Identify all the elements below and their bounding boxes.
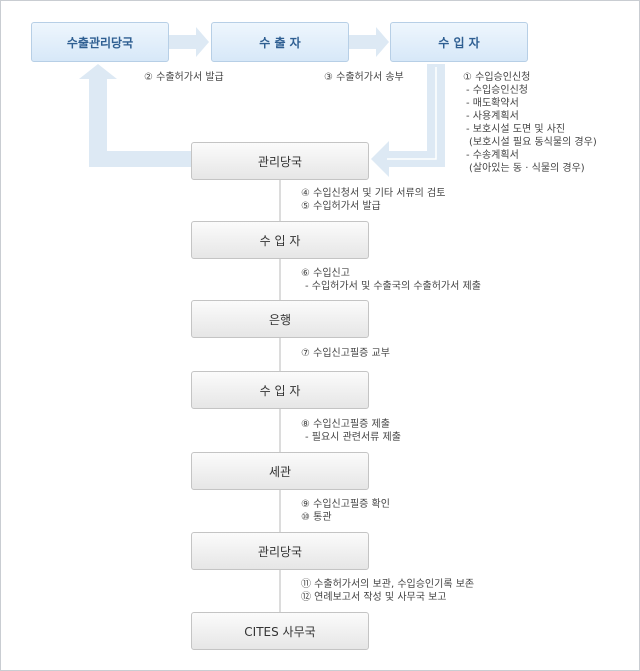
label-export-permit-issue: ② 수출허가서 발급 xyxy=(144,72,224,83)
importer-box-top: 수 입 자 xyxy=(390,22,528,62)
import-application-item: - 사용계획서 xyxy=(466,111,519,122)
step-management-authority: 관리당국 xyxy=(191,142,369,180)
step-customs: 세관 xyxy=(191,452,369,490)
import-application-list: ① 수입승인신청 - 수입승인신청 - 매도확약서 - 사용계획서 - 보호시설… xyxy=(463,71,597,175)
step-management-authority: 관리당국 xyxy=(191,532,369,570)
step-note: ④ 수입신청서 및 기타 서류의 검토 ⑤ 수입허가서 발급 xyxy=(301,188,446,212)
label-export-permit-send: ③ 수출허가서 송부 xyxy=(324,72,404,83)
step-importer: 수 입 자 xyxy=(191,221,369,259)
import-application-item: - 수송계획서 xyxy=(466,150,519,161)
import-application-item: (보호시설 필요 동식물의 경우) xyxy=(469,137,597,148)
step-note: ⑥ 수입신고 - 수입허가서 및 수출국의 수출허가서 제출 xyxy=(301,268,481,292)
step-note: ⑦ 수입신고필증 교부 xyxy=(301,348,390,359)
step-note: ⑨ 수입신고필증 확인 ⑩ 통관 xyxy=(301,499,390,523)
exporting-authority-box: 수출관리당국 xyxy=(31,22,169,62)
step-importer: 수 입 자 xyxy=(191,371,369,409)
step-bank: 은행 xyxy=(191,300,369,338)
exporter-box: 수 출 자 xyxy=(211,22,349,62)
arrow-exporter-authority-to-exporter xyxy=(168,27,209,57)
arrow-importer-to-authority xyxy=(371,64,445,177)
step-note: ⑧ 수입신고필증 제출 - 필요시 관련서류 제출 xyxy=(301,419,401,443)
import-application-item: - 보호시설 도면 및 사진 xyxy=(466,124,566,135)
import-application-item: - 수입승인신청 xyxy=(466,85,528,96)
import-application-title: ① 수입승인신청 xyxy=(463,72,531,83)
import-application-item: - 매도확약서 xyxy=(466,98,519,109)
import-application-item: (살아있는 동 · 식물의 경우) xyxy=(469,163,585,174)
arrow-exporter-to-importer xyxy=(349,27,389,57)
step-note: ⑪ 수출허가서의 보관, 수입승인기록 보존 ⑫ 연례보고서 작성 및 사무국 … xyxy=(301,579,475,603)
arrow-authority-to-exporting-authority xyxy=(79,64,191,167)
step-cites-secretariat: CITES 사무국 xyxy=(191,612,369,650)
